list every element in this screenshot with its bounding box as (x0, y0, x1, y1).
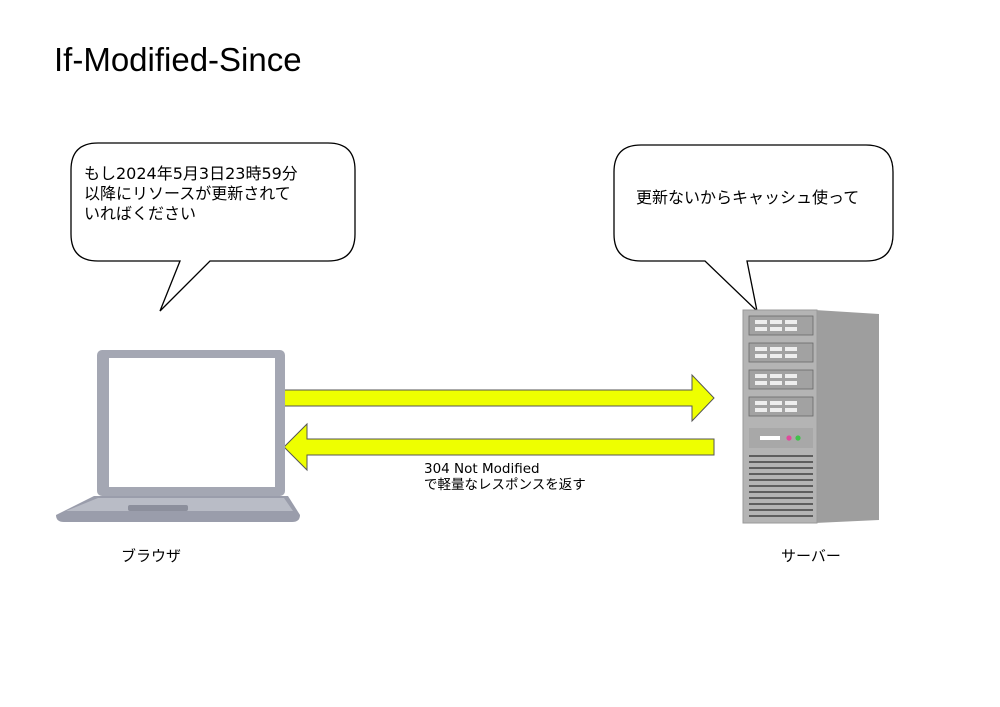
server-bubble-text: 更新ないからキャッシュ使って (636, 188, 860, 207)
client-label: ブラウザ (121, 547, 182, 565)
response-label: 304 Not Modified で軽量なレスポンスを返す (424, 461, 586, 493)
server-speech-bubble (613, 144, 894, 313)
laptop-icon (56, 350, 300, 522)
client-speech-bubble (70, 142, 356, 312)
client-bubble-text: もし2024年5月3日23時59分 以降にリソースが更新されて いればください (84, 164, 298, 223)
server-icon (742, 309, 879, 524)
server-label: サーバー (781, 547, 841, 565)
page-title: If-Modified-Since (54, 41, 302, 78)
response-arrow (283, 422, 715, 472)
request-arrow (282, 373, 715, 423)
